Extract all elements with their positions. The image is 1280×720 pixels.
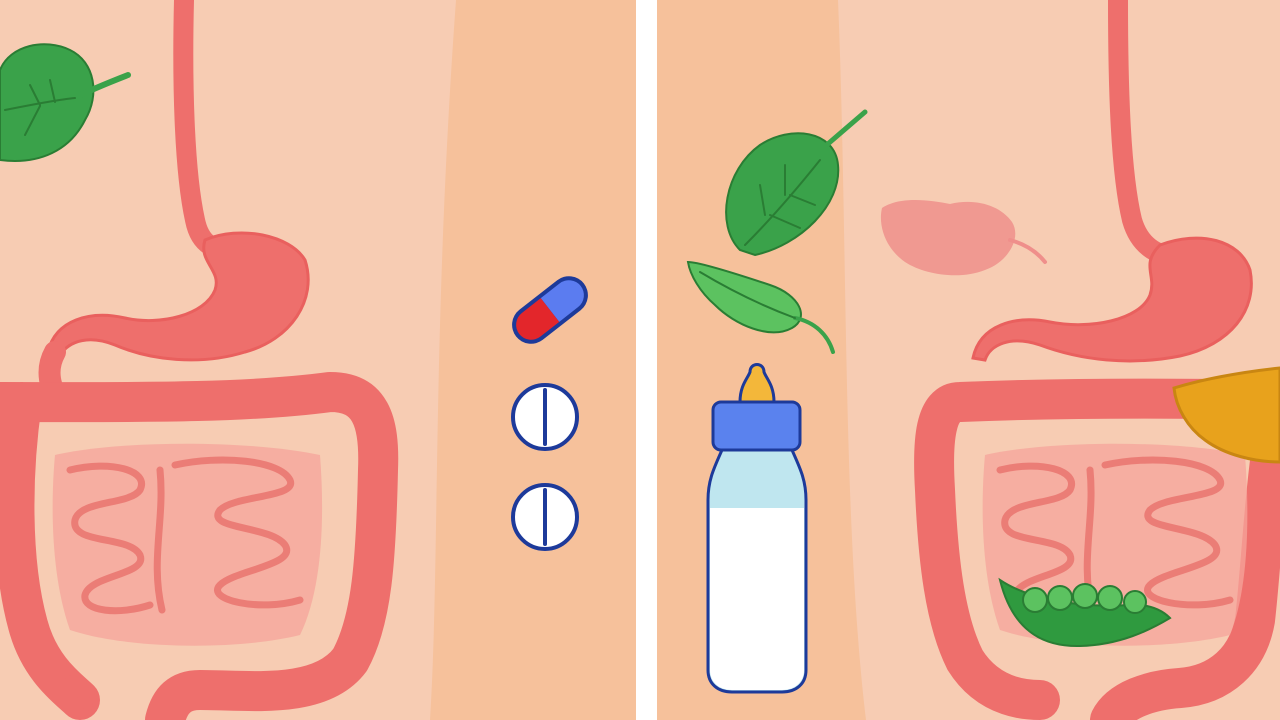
left-small-intestine-coils bbox=[66, 456, 304, 615]
right-spinach-leaf-middle bbox=[686, 260, 835, 354]
pea bbox=[1123, 590, 1147, 614]
left-panel-stripe bbox=[430, 0, 636, 720]
pea bbox=[1097, 585, 1123, 611]
left-colon bbox=[0, 372, 399, 720]
orange-slice-body bbox=[1172, 366, 1280, 464]
right-spinach-leaf-middle-stem bbox=[793, 316, 835, 354]
pill bbox=[511, 383, 579, 451]
panel-divider bbox=[636, 0, 657, 720]
left-small-intestine bbox=[52, 443, 323, 646]
left-small-intestine-mass bbox=[52, 443, 323, 646]
right-spinach-leaf-middle-vein bbox=[699, 271, 796, 319]
left-stomach bbox=[46, 231, 310, 362]
pea-pod-shell bbox=[998, 577, 1172, 648]
faded-leaf-stem bbox=[1008, 238, 1047, 264]
pea bbox=[1022, 587, 1048, 613]
right-spinach-leaf-top bbox=[725, 109, 868, 257]
pea bbox=[1072, 583, 1098, 609]
orange-slice bbox=[1172, 366, 1280, 464]
capsule-blue-half bbox=[540, 280, 584, 322]
capsule bbox=[512, 276, 588, 344]
capsule-red-half bbox=[516, 298, 560, 340]
right-colon bbox=[914, 378, 1280, 720]
right-spinach-leaf-top-blade bbox=[725, 132, 840, 257]
right-stomach bbox=[971, 236, 1253, 363]
right-spinach-leaf-top-vein bbox=[744, 159, 821, 246]
faded-leaf bbox=[880, 200, 1047, 276]
left-digestive-tract bbox=[0, 0, 399, 720]
faded-leaf-blade bbox=[880, 200, 1016, 276]
pea-pod bbox=[998, 577, 1172, 648]
peas bbox=[1022, 583, 1147, 614]
left-rectum bbox=[65, 675, 93, 711]
left-spinach-leaf-vein bbox=[4, 79, 76, 136]
baby-bottle-nipple bbox=[738, 363, 776, 404]
pea bbox=[1047, 585, 1073, 611]
baby-bottle-collar bbox=[711, 400, 802, 452]
left-spinach-leaf bbox=[0, 43, 131, 162]
right-spinach-leaf-top-stem bbox=[812, 109, 868, 158]
pill bbox=[511, 483, 579, 551]
baby-bottle-milk bbox=[710, 508, 804, 690]
baby-bottle bbox=[706, 363, 808, 694]
